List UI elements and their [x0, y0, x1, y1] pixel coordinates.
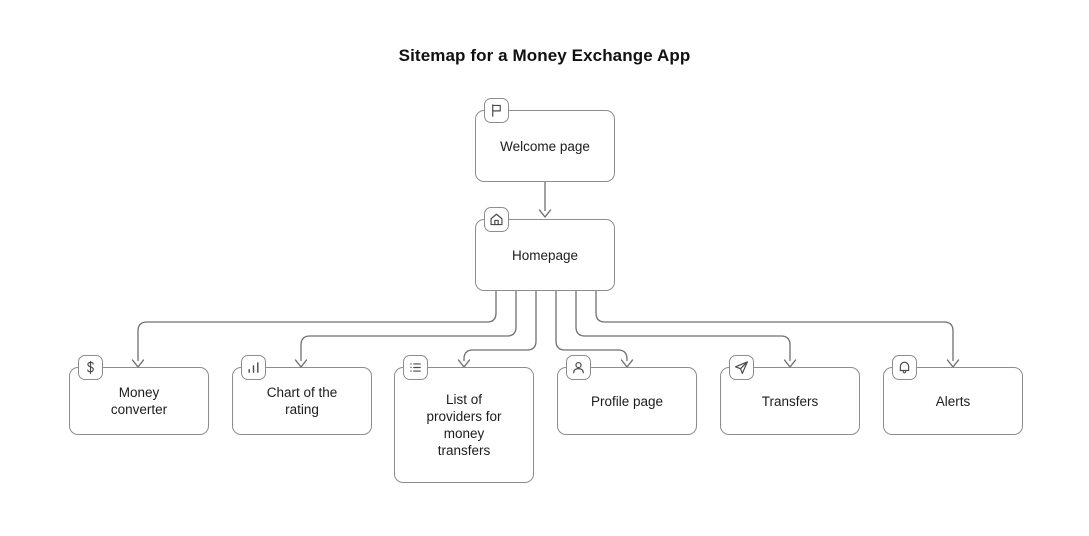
send-icon [729, 355, 754, 380]
page-title: Sitemap for a Money Exchange App [398, 46, 691, 65]
node-label: Alerts [935, 393, 971, 409]
node-label: Homepage [511, 247, 579, 263]
node-label: Profile page [590, 393, 664, 409]
node-welcome-page[interactable]: Welcome page [475, 98, 615, 182]
node-transfers[interactable]: Transfers [720, 355, 860, 435]
node-homepage[interactable]: Homepage [475, 207, 615, 291]
list-icon [403, 355, 428, 380]
edge-homepage-to-profile-page [555, 291, 634, 368]
node-list-of-providers[interactable]: List of providers for money transfers [394, 355, 534, 483]
node-label: Chart of the rating [266, 385, 338, 417]
node-money-converter[interactable]: Money converter [69, 355, 209, 435]
flag-icon [484, 98, 509, 123]
node-label: Money converter [110, 385, 168, 417]
user-icon [566, 355, 591, 380]
node-label: Transfers [761, 393, 819, 409]
dollar-icon [78, 355, 103, 380]
edge-homepage-to-money-converter [131, 291, 497, 368]
node-profile-page[interactable]: Profile page [557, 355, 697, 435]
node-label: Welcome page [500, 138, 590, 154]
node-alerts[interactable]: Alerts [883, 355, 1023, 435]
node-label: List of providers for money transfers [426, 392, 502, 458]
bell-icon [892, 355, 917, 380]
node-chart-of-the-rating[interactable]: Chart of the rating [232, 355, 372, 435]
edge-homepage-to-list-of-providers [457, 291, 537, 368]
bar-chart-icon [241, 355, 266, 380]
edge-homepage-to-transfers [575, 291, 797, 368]
home-icon [484, 207, 509, 232]
edge-welcome-to-homepage [538, 182, 552, 218]
